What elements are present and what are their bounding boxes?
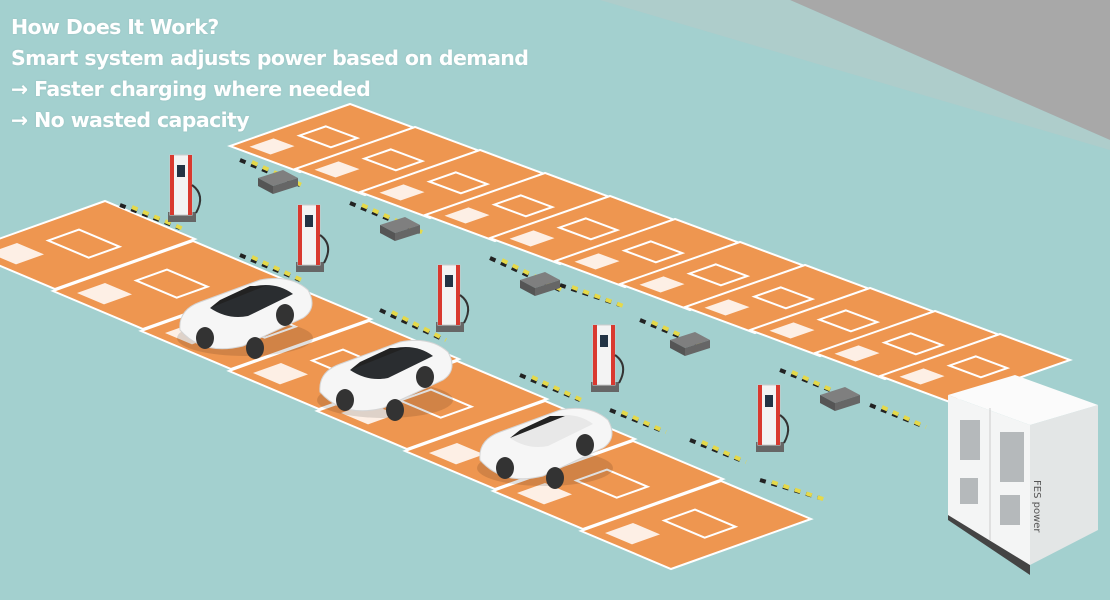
wheel: [386, 399, 404, 421]
charging-symbol-icon: [573, 468, 651, 499]
charging-symbol-icon: [661, 508, 739, 539]
parking-space: [292, 125, 488, 197]
charger-screen: [177, 165, 185, 177]
charging-symbol-icon: [686, 263, 751, 287]
wheel: [246, 337, 264, 359]
parking-space: [617, 240, 813, 312]
wheel: [496, 457, 514, 479]
parking-space: [552, 217, 748, 289]
power-module-block: [670, 332, 710, 348]
wheel: [276, 304, 294, 326]
charging-cable: [779, 414, 790, 444]
parking-space: [682, 263, 878, 335]
charging-cable: [459, 294, 470, 324]
power-module-block: [820, 387, 860, 403]
power-module-block: [520, 272, 560, 288]
wheel: [196, 327, 214, 349]
wall-edge: [600, 0, 1110, 150]
caption-title: How Does It Work?: [11, 15, 219, 39]
wheel: [576, 434, 594, 456]
charger-screen: [600, 335, 608, 347]
charging-symbol-icon: [426, 171, 491, 195]
charging-symbol-icon: [816, 309, 881, 333]
charger-pillar: [591, 324, 625, 392]
charging-cable: [319, 234, 330, 264]
power-module-block: [258, 170, 298, 186]
power-module-block: [380, 217, 420, 233]
power-cabinet: FES power: [948, 375, 1098, 575]
electric-car: [317, 339, 453, 421]
parking-space: [747, 286, 943, 358]
charging-symbol-icon: [361, 148, 426, 172]
charging-cable: [614, 354, 625, 384]
parking-space: [227, 102, 423, 174]
parking-space: [422, 171, 618, 243]
wheel: [546, 467, 564, 489]
charging-symbol-icon: [45, 228, 123, 259]
parking-space: [812, 309, 1008, 381]
charger-screen: [445, 275, 453, 287]
charging-symbol-icon: [491, 194, 556, 218]
charging-symbol-icon: [296, 125, 361, 149]
parking-space: [578, 479, 814, 571]
charging-symbol-icon: [621, 240, 686, 264]
parking-space: [357, 148, 553, 220]
charger-pillar: [436, 264, 470, 332]
charger-pillar: [296, 204, 330, 272]
charging-symbol-icon: [881, 332, 946, 356]
caption-line: → Faster charging where needed: [11, 77, 371, 101]
parking-space: [0, 199, 198, 291]
caption-line: → No wasted capacity: [11, 108, 250, 132]
charging-symbol-icon: [397, 388, 475, 419]
charger-pillar: [756, 384, 790, 452]
cabinet-brand: FES power: [1031, 480, 1042, 533]
parking-space: [487, 194, 683, 266]
charging-symbol-icon: [946, 355, 1011, 379]
charging-symbol-icon: [133, 268, 211, 299]
parking-space: [50, 239, 286, 331]
caption-line: Smart system adjusts power based on dema…: [11, 46, 529, 70]
charger-pillar: [168, 154, 202, 222]
electric-car: [477, 407, 613, 489]
electric-car: [177, 277, 313, 359]
caption: How Does It Work? Smart system adjusts p…: [11, 12, 529, 136]
charging-cable: [191, 184, 202, 214]
wheel: [336, 389, 354, 411]
charger-screen: [765, 395, 773, 407]
wheel: [416, 366, 434, 388]
charger-screen: [305, 215, 313, 227]
charging-symbol-icon: [556, 217, 621, 241]
charging-symbol-icon: [751, 286, 816, 310]
